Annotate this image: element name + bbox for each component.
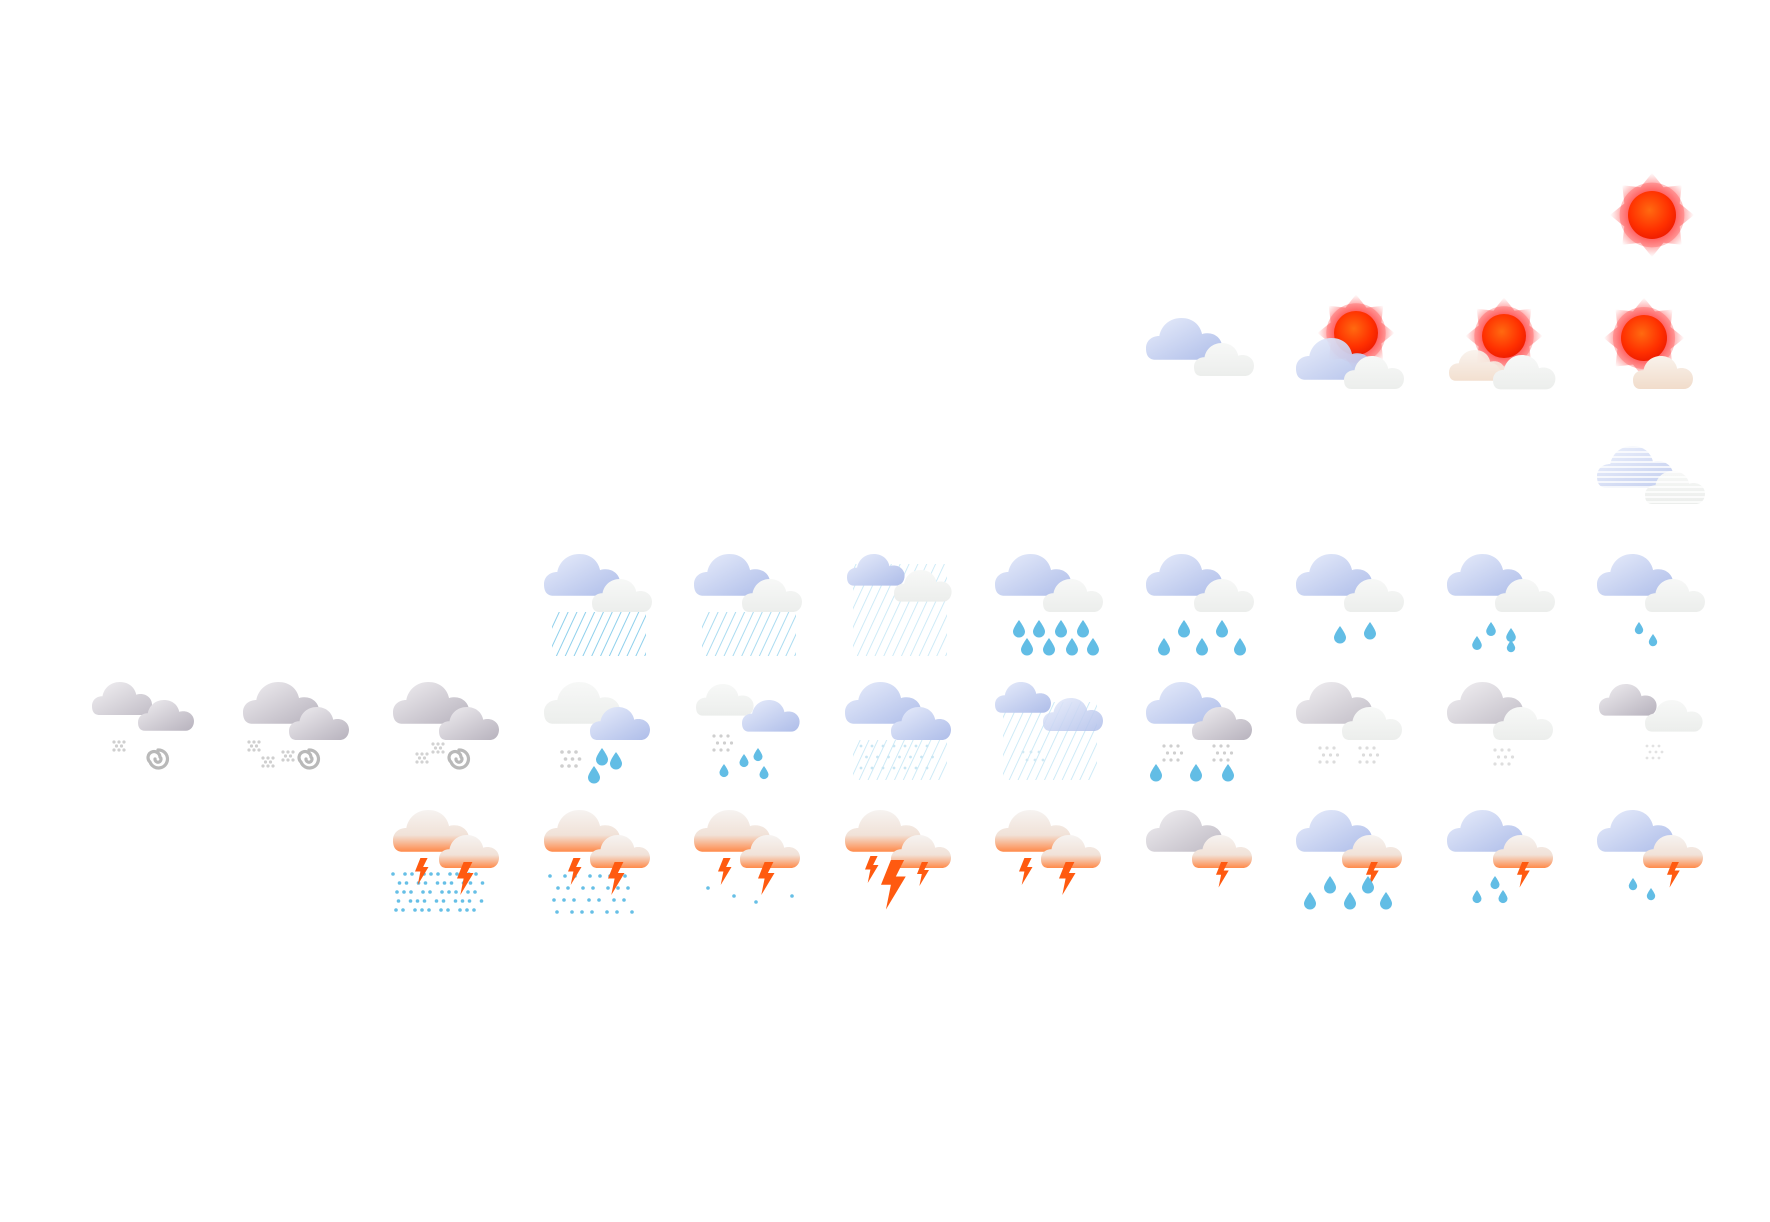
thunder-rain-icon [1276, 810, 1426, 960]
thunder-light-snow-icon [674, 810, 824, 960]
severe-thunderstorm-icon [825, 810, 975, 960]
heavy-rain-drops-icon [975, 554, 1125, 704]
mostly-cloudy-sun-icon [1276, 294, 1426, 448]
flurries-icon [1577, 682, 1727, 832]
sun-icon [1577, 170, 1727, 320]
mostly-sunny-icon [1577, 297, 1727, 448]
cloudy-icon [1126, 298, 1276, 448]
light-rain-drops-icon [1276, 554, 1426, 704]
light-rain-streaks-icon [825, 554, 975, 704]
thunder-hail-icon [373, 810, 523, 960]
rain-drops-icon [1126, 554, 1276, 704]
drizzle-icon [1427, 554, 1577, 704]
snow-wind-icon [223, 682, 373, 832]
heavy-rain-icon [524, 554, 674, 704]
sleet-icon [524, 682, 674, 832]
thunderstorm-icon [975, 810, 1125, 960]
snow-icon [1276, 682, 1426, 832]
freezing-rain-icon [975, 682, 1125, 832]
light-snow-icon [1427, 682, 1577, 832]
fog-icon [1577, 421, 1727, 576]
thunder-snow-icon [524, 810, 674, 960]
heavy-snow-rain-icon [825, 682, 975, 832]
light-thunderstorm-icon [1126, 810, 1276, 960]
partly-cloudy-sun-icon [1427, 297, 1577, 448]
light-drizzle-icon [1577, 554, 1727, 704]
thunder-drizzle-icon [1427, 810, 1577, 960]
snow-rain-icon [1126, 682, 1276, 832]
snow-wind-light-icon [72, 682, 222, 832]
light-sleet-icon [674, 682, 824, 832]
thunder-light-drizzle-icon [1577, 810, 1727, 960]
snow-wind-moderate-icon [373, 682, 523, 832]
rain-streaks-icon [674, 554, 824, 704]
